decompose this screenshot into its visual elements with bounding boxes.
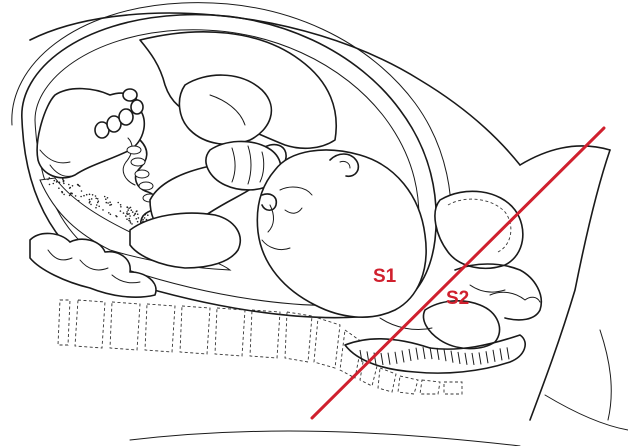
- label-s2: S2: [446, 288, 469, 309]
- fetal-body: [140, 32, 336, 148]
- fetal-foot: [37, 89, 144, 178]
- umbilical-cord: [123, 138, 157, 232]
- rectum-tissue: [345, 335, 525, 373]
- fetal-head: [257, 150, 426, 317]
- label-s1: S1: [373, 266, 397, 287]
